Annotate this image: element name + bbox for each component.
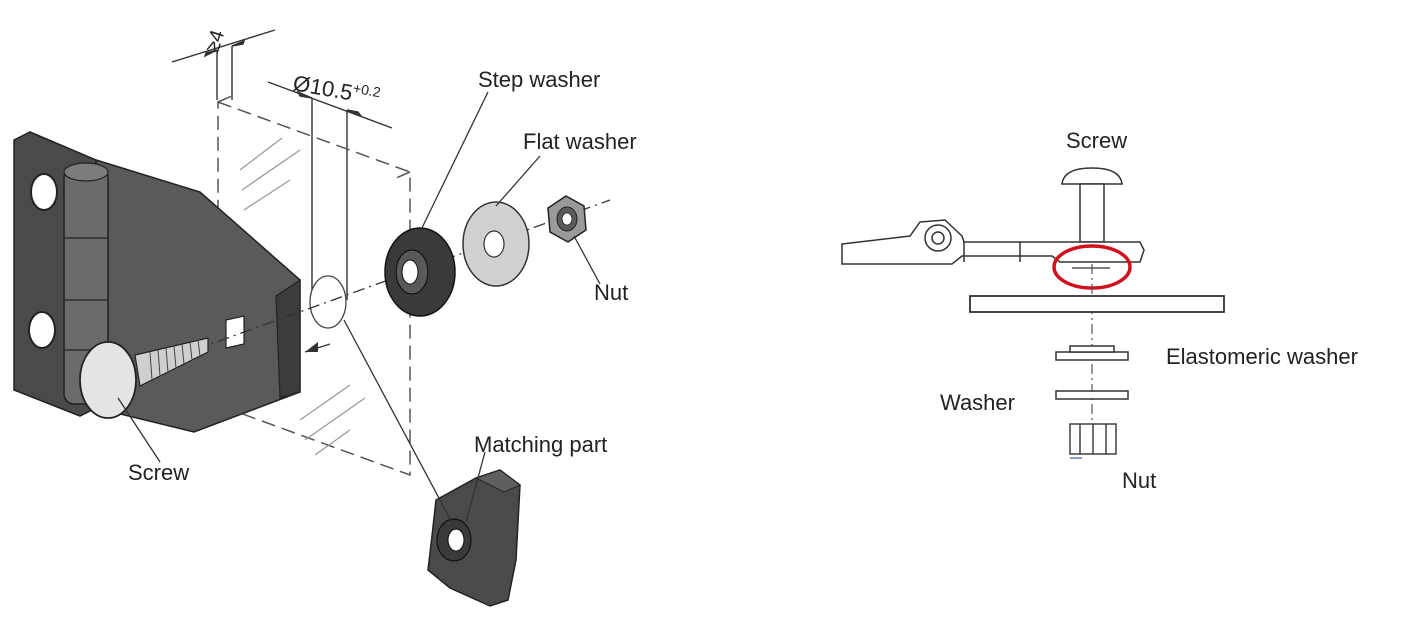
hole-tolerance-value: +0.2: [352, 80, 382, 101]
hole-diameter-value: Ø10.5: [291, 70, 354, 105]
right-section-view: Screw Elastomeric washer Washer Nut: [841, 128, 1358, 493]
leader-lines-left: [117, 91, 601, 531]
hole-dimension: [267, 81, 393, 300]
left-exploded-view: ≥4 Ø10.5+0.2: [13, 27, 637, 607]
hinge-body: [13, 131, 301, 433]
label-nut-right: Nut: [1122, 468, 1156, 493]
hinge-hole-bottom: [28, 311, 56, 349]
matching-part: [427, 469, 521, 607]
panel-hole: [309, 275, 347, 329]
label-washer: Washer: [940, 390, 1015, 415]
screw-part: [79, 337, 209, 419]
section-elastomeric-washer: [1055, 345, 1129, 361]
screw-head: [79, 341, 137, 419]
hinge-hole-top: [30, 173, 58, 211]
thickness-dimension: [171, 29, 276, 100]
label-nut-left: Nut: [594, 280, 628, 305]
panel-glass-hatching: [239, 137, 366, 456]
hinge-square-hole: [225, 315, 245, 349]
section-nut: [1069, 423, 1117, 455]
section-screw: [1061, 167, 1123, 243]
label-flat-washer: Flat washer: [523, 129, 637, 154]
label-step-washer: Step washer: [478, 67, 600, 92]
assembly-axis: [149, 199, 611, 367]
section-hinge: [841, 219, 1145, 265]
mounting-panel: [217, 95, 411, 477]
hinge-pin-top: [63, 162, 109, 182]
label-screw-left: Screw: [128, 460, 189, 485]
label-elastomeric-washer: Elastomeric washer: [1166, 344, 1358, 369]
hole-dimension-label: Ø10.5+0.2: [291, 69, 382, 110]
label-matching-part: Matching part: [474, 432, 607, 457]
section-washer: [1055, 390, 1129, 400]
hinge-leaf-edge: [275, 278, 301, 399]
section-panel: [969, 295, 1225, 313]
nut-part: [547, 195, 587, 243]
label-screw-right: Screw: [1066, 128, 1127, 153]
step-washer-part: [384, 227, 456, 317]
flat-washer-part: [462, 201, 530, 287]
